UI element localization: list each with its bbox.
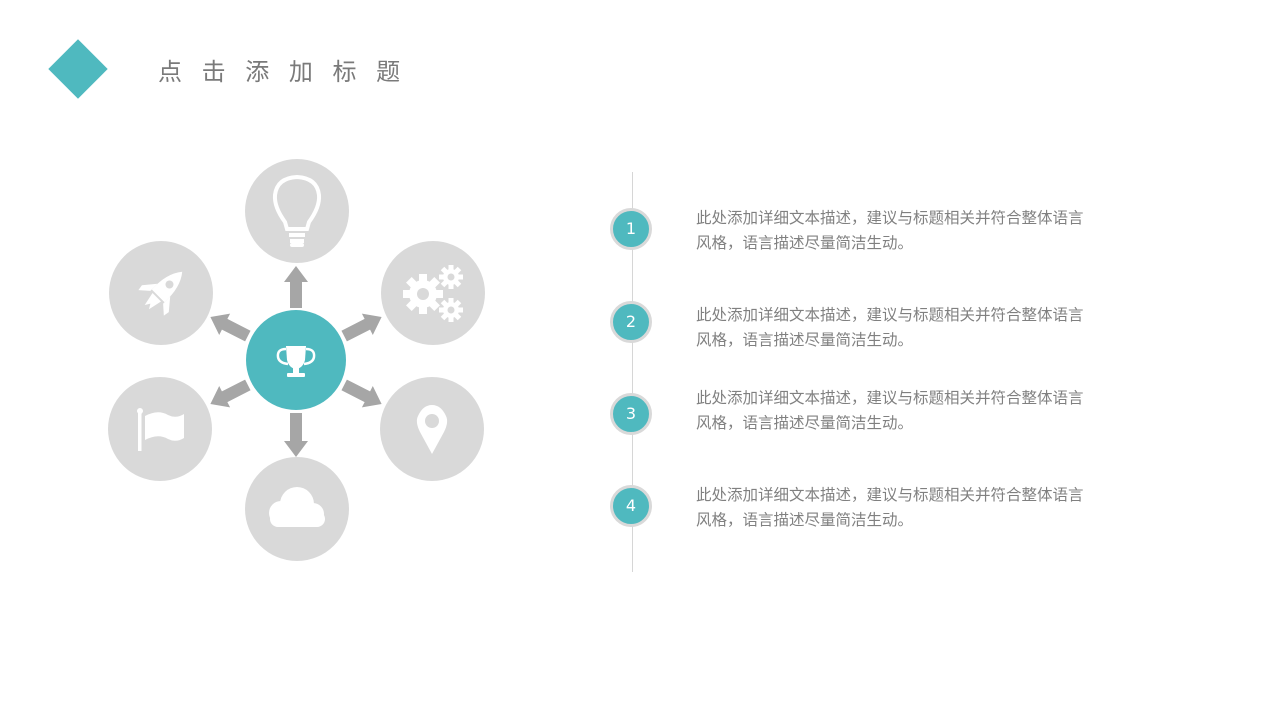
arrow-lower-left: [210, 379, 251, 408]
page-title: 点 击 添 加 标 题: [158, 58, 407, 86]
arrow-lower-right: [341, 379, 382, 408]
step-text-3: 此处添加详细文本描述，建议与标题相关并符合整体语言风格，语言描述尽量简洁生动。: [696, 389, 1084, 432]
lightbulb-icon: [272, 174, 322, 247]
step-text-4: 此处添加详细文本描述，建议与标题相关并符合整体语言风格，语言描述尽量简洁生动。: [696, 486, 1084, 529]
arrow-upper-right: [341, 313, 382, 342]
gears-icon: [403, 265, 463, 322]
step-text-2: 此处添加详细文本描述，建议与标题相关并符合整体语言风格，语言描述尽量简洁生动。: [696, 306, 1084, 349]
cloud-icon: [269, 487, 325, 527]
step-number-1: 1: [610, 208, 652, 250]
step-number-4: 4: [610, 485, 652, 527]
location-pin-icon: [416, 405, 448, 454]
trophy-icon: [276, 346, 316, 377]
flag-icon: [137, 408, 184, 451]
arrow-down: [284, 413, 308, 457]
arrow-up: [284, 266, 308, 308]
hub-diagram: [108, 159, 485, 561]
step-number-2: 2: [610, 301, 652, 343]
node-lightbulb: [245, 159, 349, 263]
rocket-icon: [138, 271, 183, 316]
arrow-upper-left: [210, 313, 251, 342]
step-text-1: 此处添加详细文本描述，建议与标题相关并符合整体语言风格，语言描述尽量简洁生动。: [696, 209, 1084, 252]
timeline-line: [632, 172, 633, 572]
step-number-3: 3: [610, 393, 652, 435]
